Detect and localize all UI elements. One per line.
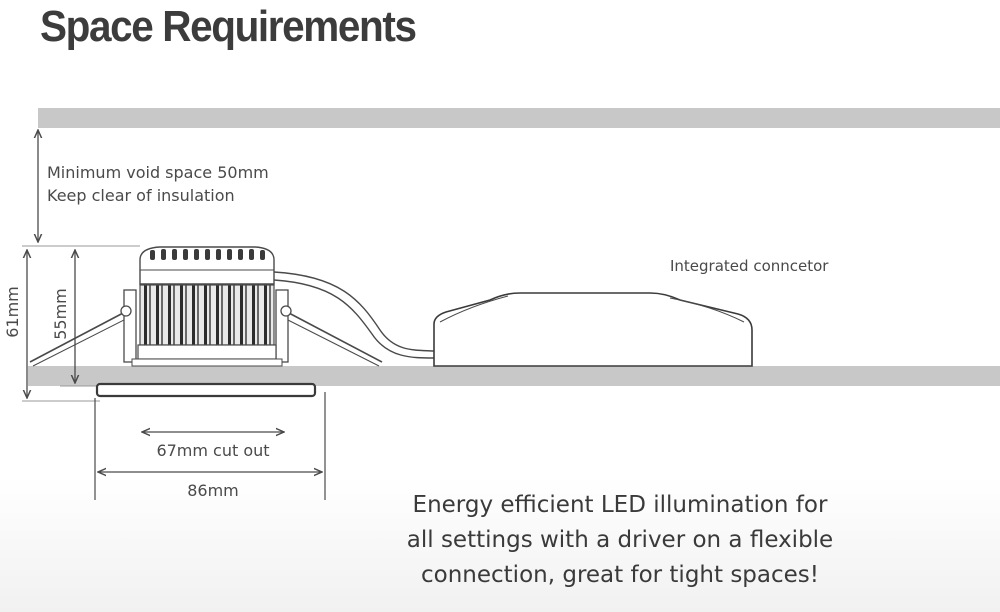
led-downlight	[29, 246, 383, 398]
void-label-line2: Keep clear of insulation	[47, 186, 235, 205]
integrated-connector-box	[433, 292, 753, 367]
cutout-label: 67mm cut out	[156, 441, 269, 460]
void-label-line1: Minimum void space 50mm	[47, 163, 269, 182]
width-86-label: 86mm	[187, 481, 239, 500]
connector-label: Integrated conncetor	[670, 257, 829, 275]
page-title: Space Requirements	[40, 2, 417, 51]
plasterboard	[28, 366, 1000, 386]
ceiling-board	[38, 108, 1000, 128]
tagline-line-1: Energy efficient LED illumination for	[412, 492, 828, 518]
tagline-line-2: all settings with a driver on a flexible	[406, 527, 834, 553]
flexible-cable	[273, 271, 435, 352]
height-55-label: 55mm	[51, 288, 70, 340]
height-61-label: 61mm	[3, 286, 22, 338]
tagline: Energy efficient LED illumination for al…	[380, 488, 860, 593]
tagline-line-3: connection, great for tight spaces!	[421, 562, 819, 588]
